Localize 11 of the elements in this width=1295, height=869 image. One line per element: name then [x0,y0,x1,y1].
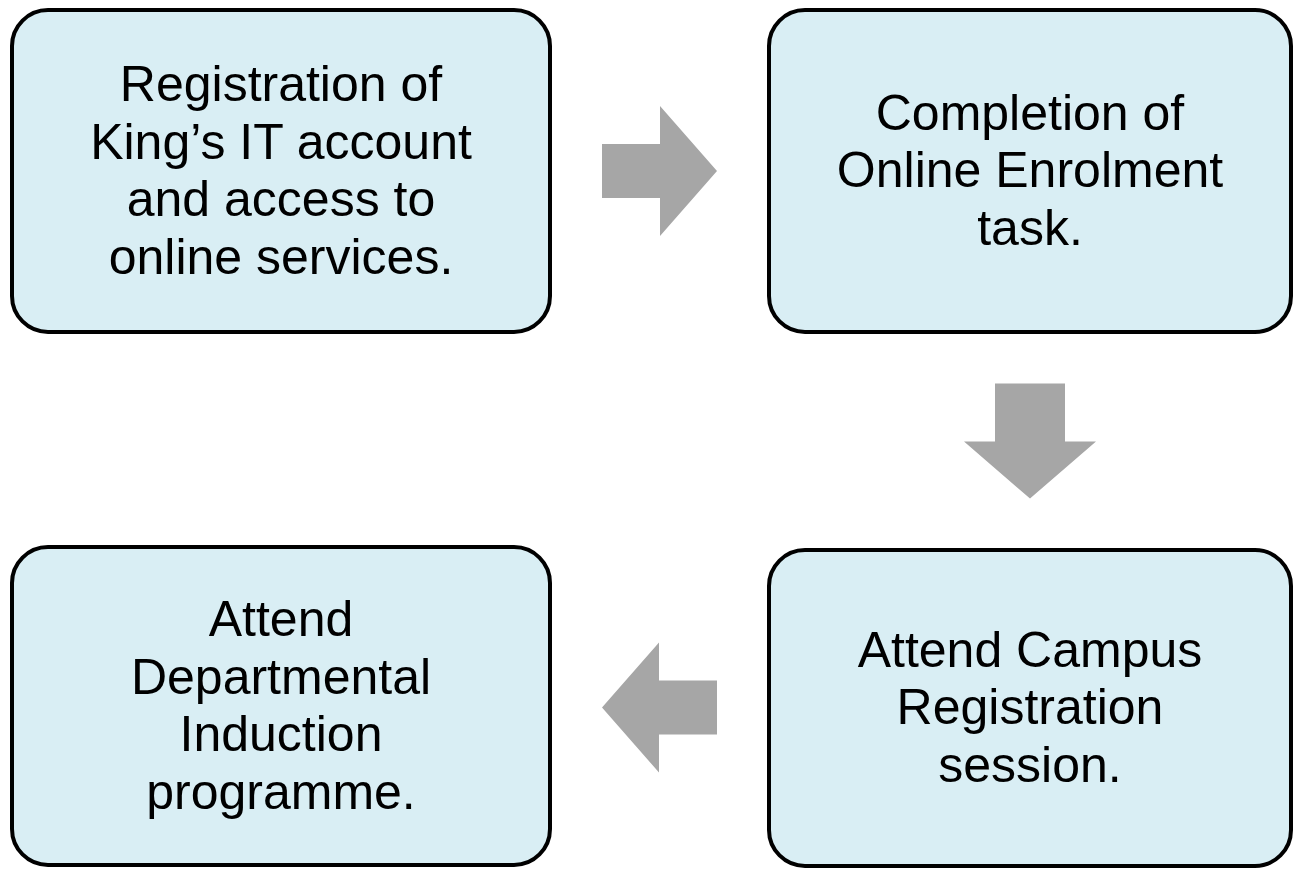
block-arrow [602,642,717,773]
process-box [10,545,552,867]
process-box [767,8,1293,334]
step-text: Registration of King’s IT account and access to online services. [89,56,473,286]
step-text: Attend Departmental Induction programme. [129,591,433,821]
block-arrow [602,106,717,236]
process-box [767,548,1293,868]
step-text: Attend Campus Registration session. [856,621,1204,795]
process-box [10,8,552,334]
step-text: Completion of Online Enrolment task. [835,84,1225,258]
block-arrow [964,383,1096,499]
